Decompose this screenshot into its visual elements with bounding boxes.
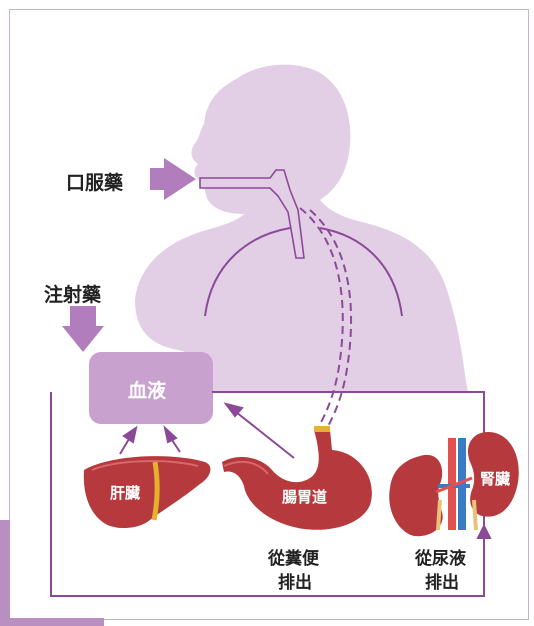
feces-excretion-label-line1: 從糞便 [268, 544, 319, 569]
injection-drug-label: 注射藥 [44, 280, 101, 307]
gi-to-blood-arrow [226, 404, 294, 458]
oral-drug-label: 口服藥 [66, 168, 123, 195]
stomach-illustration [222, 426, 372, 530]
blood-label: 血液 [128, 376, 166, 403]
feces-excretion-label-line2: 排出 [278, 568, 312, 593]
urine-arrow [478, 526, 490, 580]
gi-tract-label: 腸胃道 [282, 486, 327, 507]
urine-excretion-label-line2: 排出 [425, 568, 459, 593]
urine-excretion-label-line1: 從尿液 [415, 544, 466, 569]
liver-blood-arrows [120, 428, 180, 454]
kidney-label: 腎臟 [480, 468, 510, 489]
liver-illustration [84, 456, 211, 528]
injection-arrow [62, 306, 104, 352]
human-silhouette [135, 65, 468, 392]
oral-drug-arrow [150, 158, 196, 200]
liver-label: 肝臟 [110, 482, 140, 503]
